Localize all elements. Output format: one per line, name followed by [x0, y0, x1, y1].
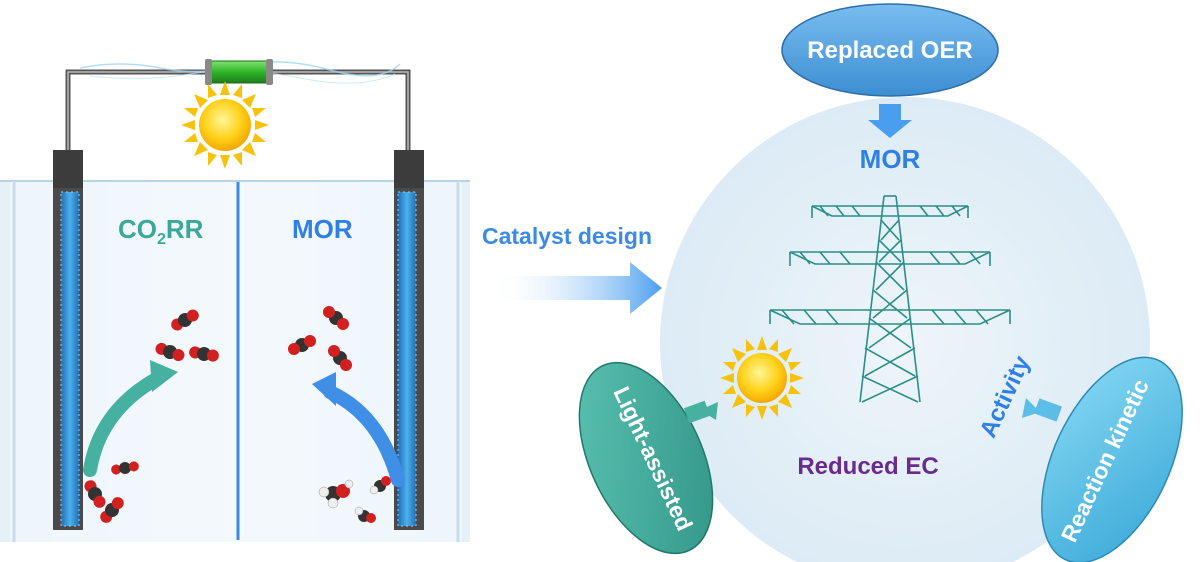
resistor-icon	[205, 59, 273, 85]
co2-molecule-icon	[84, 309, 219, 523]
center-circle	[660, 97, 1150, 562]
sun-icon	[181, 81, 269, 169]
cathode-flow-arrow	[83, 371, 165, 477]
power-tower-icon	[769, 195, 1011, 403]
electrolysis-cell: CO2RR MOR	[0, 59, 470, 542]
catalyst-design-label: Catalyst design	[482, 223, 652, 249]
cathode-label: CO2RR	[118, 214, 204, 248]
cycle-panel: Replaced OER MOR Reduced EC Light-assist…	[578, 3, 1183, 562]
mor-center-label: MOR	[860, 144, 921, 174]
anode-label: MOR	[292, 214, 353, 244]
anode-flow-arrow	[323, 385, 405, 487]
sun-icon	[720, 336, 804, 420]
catalyst-design-arrow: Catalyst design	[482, 223, 662, 314]
reaction-kinetic-node: Reaction kinetic	[1041, 356, 1183, 562]
product-molecule-icon	[288, 306, 352, 371]
replaced-oer-label: Replaced OER	[807, 37, 972, 64]
left-arrow	[700, 402, 718, 420]
methanol-molecule-icon	[318, 476, 391, 523]
replaced-oer-node: Replaced OER	[781, 3, 999, 97]
reduced-ec-label: Reduced EC	[797, 453, 938, 480]
down-arrow	[868, 104, 912, 138]
anode-electrode	[394, 150, 424, 530]
cathode-electrode	[53, 150, 83, 530]
